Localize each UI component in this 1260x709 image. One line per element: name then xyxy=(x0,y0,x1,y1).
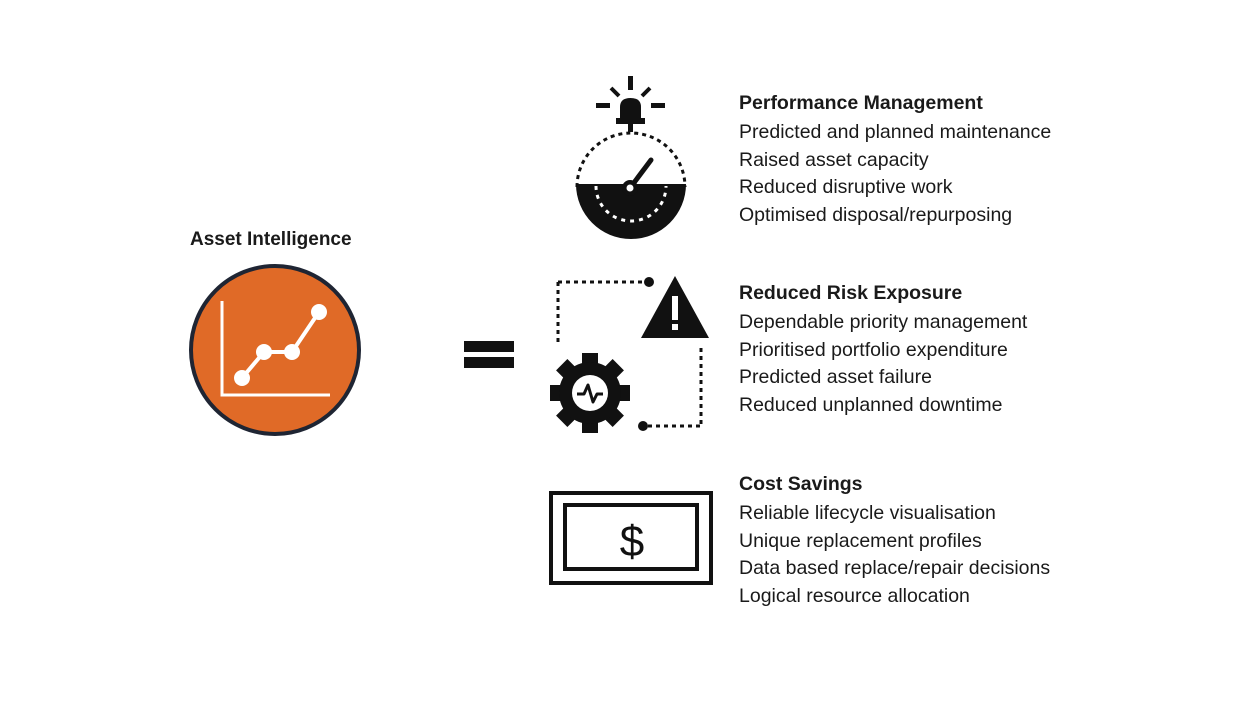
dollar-bill-icon: $ xyxy=(549,491,713,585)
section-item: Reduced disruptive work xyxy=(739,176,953,199)
section-item: Unique replacement profiles xyxy=(739,529,982,552)
section-item: Optimised disposal/repurposing xyxy=(739,203,1013,226)
reduced-risk-exposure-section: Reduced Risk Exposure Dependable priorit… xyxy=(739,281,1027,419)
section-item: Reduced unplanned downtime xyxy=(739,393,1003,416)
section-item: Prioritised portfolio expenditure xyxy=(739,338,1008,361)
section-item: Dependable priority management xyxy=(739,311,1028,333)
section-item: Predicted and planned maintenance xyxy=(739,121,1052,143)
svg-text:$: $ xyxy=(620,517,644,566)
section-item: Data based replace/repair decisions xyxy=(739,557,1051,580)
section-heading: Cost Savings xyxy=(739,473,863,495)
equals-icon xyxy=(464,341,514,368)
asset-intelligence-title: Asset Intelligence xyxy=(190,229,352,250)
section-item: Predicted asset failure xyxy=(739,366,932,389)
gauge-alarm-icon xyxy=(575,76,687,239)
section-item: Raised asset capacity xyxy=(739,148,929,171)
cost-savings-section: Cost Savings Reliable lifecycle visualis… xyxy=(739,472,1050,610)
section-item: Logical resource allocation xyxy=(739,584,970,607)
section-heading: Reduced Risk Exposure xyxy=(739,282,963,304)
section-heading: Performance Management xyxy=(739,92,983,114)
gear-warning-icon xyxy=(550,276,709,433)
line-chart-icon xyxy=(189,264,361,436)
section-item: Reliable lifecycle visualisation xyxy=(739,502,996,524)
performance-management-section: Performance Management Predicted and pla… xyxy=(739,91,1051,229)
